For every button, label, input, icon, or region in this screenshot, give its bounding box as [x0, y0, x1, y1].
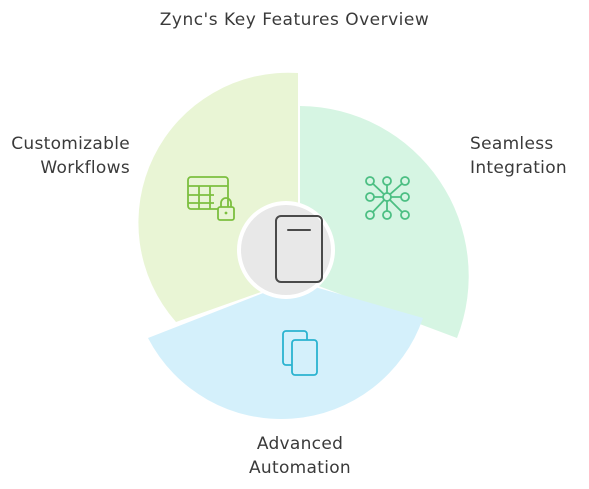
table-lock-icon — [187, 176, 235, 221]
copy-documents-icon — [282, 330, 318, 376]
label-seamless-integration: Seamless Integration — [470, 132, 588, 180]
center-hub — [237, 201, 335, 299]
label-line: Automation — [248, 458, 351, 478]
label-line: Seamless — [470, 134, 554, 154]
label-line: Advanced — [256, 434, 344, 454]
device-tablet-icon — [275, 215, 323, 283]
label-advanced-automation: Advanced Automation — [200, 432, 400, 480]
label-line: Workflows — [40, 158, 130, 178]
network-nodes-icon — [365, 176, 410, 220]
segment-seamless-integration — [300, 106, 469, 338]
label-customizable-workflows: Customizable Workflows — [2, 132, 130, 180]
label-line: Integration — [470, 158, 567, 178]
label-line: Customizable — [11, 134, 130, 154]
diagram-title: Zync's Key Features Overview — [159, 10, 430, 30]
